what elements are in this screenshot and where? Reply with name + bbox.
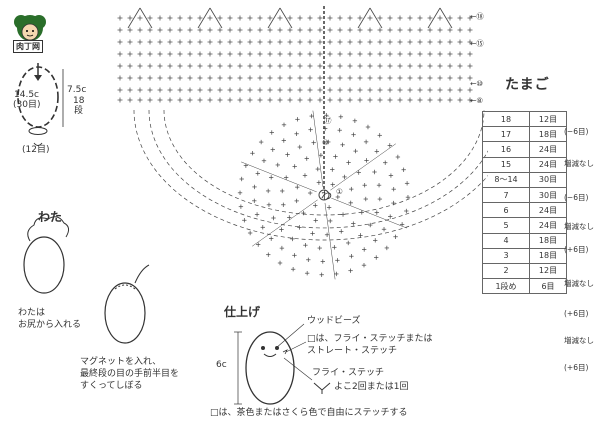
increase-decrease-note: 増減なし bbox=[564, 336, 594, 345]
stitch-count: 24目 bbox=[529, 202, 567, 219]
egg-height-unit: 段 bbox=[74, 106, 84, 116]
stitch-count: 24目 bbox=[529, 217, 567, 234]
row-number: 7 bbox=[482, 186, 530, 204]
stitch-count: 24目 bbox=[529, 156, 567, 173]
fly-stitch-icon bbox=[312, 381, 332, 395]
egg-height: 7.5c bbox=[67, 85, 87, 95]
page-title: たまご bbox=[505, 77, 550, 93]
wood-beads-label: ウッドビーズ bbox=[307, 316, 361, 326]
stitch-count: 18目 bbox=[529, 232, 567, 249]
stuffing-caption-1: わたは bbox=[18, 308, 46, 318]
increase-decrease-note: 増減なし bbox=[564, 159, 594, 168]
chart-round-17: ⑰ bbox=[324, 116, 332, 125]
stitch-count: 24目 bbox=[529, 141, 567, 158]
finished-height: 6c bbox=[216, 360, 227, 370]
row-marker-18: ←⑱ bbox=[470, 12, 484, 21]
egg-dimension-diagram: 14.5c (30目) 7.5c 18 段 (12目) bbox=[8, 55, 108, 155]
egg-circumference-stitches: (30目) bbox=[13, 100, 41, 110]
wrap-note: よこ2回または1回 bbox=[334, 382, 409, 392]
increase-decrease-note: (+6目) bbox=[564, 245, 589, 254]
chart-round-1: ① bbox=[336, 187, 343, 196]
increase-decrease-note: (+6目) bbox=[564, 363, 589, 372]
increase-decrease-note: (−6目) bbox=[564, 193, 589, 202]
row-number: 6 bbox=[482, 202, 530, 219]
row-number: 4 bbox=[482, 232, 530, 249]
finished-egg-diagram bbox=[210, 318, 350, 418]
finishing-title: 仕上げ bbox=[224, 305, 261, 319]
stitch-count: 18目 bbox=[529, 247, 567, 264]
magnet-diagram bbox=[95, 255, 175, 355]
crochet-chart: わ ① ⑰ ⑩ bbox=[108, 0, 488, 290]
stitch-color-note: □は、茶色またはさくら色で自由にステッチする bbox=[210, 408, 408, 418]
row-marker-8: ←⑧ bbox=[470, 96, 484, 105]
increase-decrease-note: 増減なし bbox=[564, 279, 594, 288]
stitch-count: 12目 bbox=[529, 110, 567, 128]
row-number: 2 bbox=[482, 262, 530, 280]
logo-icon bbox=[14, 15, 46, 41]
stitch-count: 6目 bbox=[529, 278, 567, 295]
row-number: 5 bbox=[482, 217, 530, 234]
row-number: 3 bbox=[482, 247, 530, 264]
stitch-count: 30目 bbox=[529, 186, 567, 204]
stuffing-caption-2: お尻から入れる bbox=[18, 320, 82, 330]
stitch-count: 18目 bbox=[529, 126, 567, 143]
egg-height-rows: 18 bbox=[73, 96, 85, 106]
egg-bottom-stitches: (12目) bbox=[22, 145, 50, 155]
stitch-note-2: ストレート・ステッチ bbox=[307, 346, 398, 356]
row-number: 18 bbox=[482, 110, 530, 128]
row-marker-10: ←⑩ bbox=[470, 79, 484, 88]
stuffing-label: わた bbox=[38, 210, 63, 224]
stitch-count: 12目 bbox=[529, 262, 567, 280]
magnet-caption-2: 最終段の目の手前半目を bbox=[80, 369, 180, 379]
row-number: 1段め bbox=[482, 278, 530, 295]
row-number: 15 bbox=[482, 156, 530, 173]
logo-text: 肉丁网 bbox=[13, 40, 43, 53]
increase-decrease-note: (+6目) bbox=[564, 309, 589, 318]
fly-stitch-label: フライ・ステッチ bbox=[312, 368, 385, 378]
row-number: 17 bbox=[482, 126, 530, 143]
site-logo: 肉丁网 bbox=[4, 8, 60, 53]
chart-start-ring: わ bbox=[321, 189, 332, 202]
row-number: 16 bbox=[482, 141, 530, 158]
increase-decrease-note: (−6目) bbox=[564, 127, 589, 136]
egg-circumference: 14.5c bbox=[14, 90, 39, 100]
chart-round-10: ⑩ bbox=[322, 138, 329, 147]
row-marker-15: ←⑮ bbox=[470, 39, 484, 48]
stitch-count: 30目 bbox=[529, 171, 567, 188]
increase-decrease-note: 増減なし bbox=[564, 222, 594, 231]
stuffing-diagram bbox=[10, 205, 90, 315]
magnet-caption-1: マグネットを入れ、 bbox=[80, 357, 162, 367]
magnet-caption-3: すくってしぼる bbox=[80, 381, 143, 391]
row-number: 8〜14 bbox=[482, 171, 530, 188]
stitch-note-1: □は、フライ・ステッチまたは bbox=[307, 334, 433, 344]
